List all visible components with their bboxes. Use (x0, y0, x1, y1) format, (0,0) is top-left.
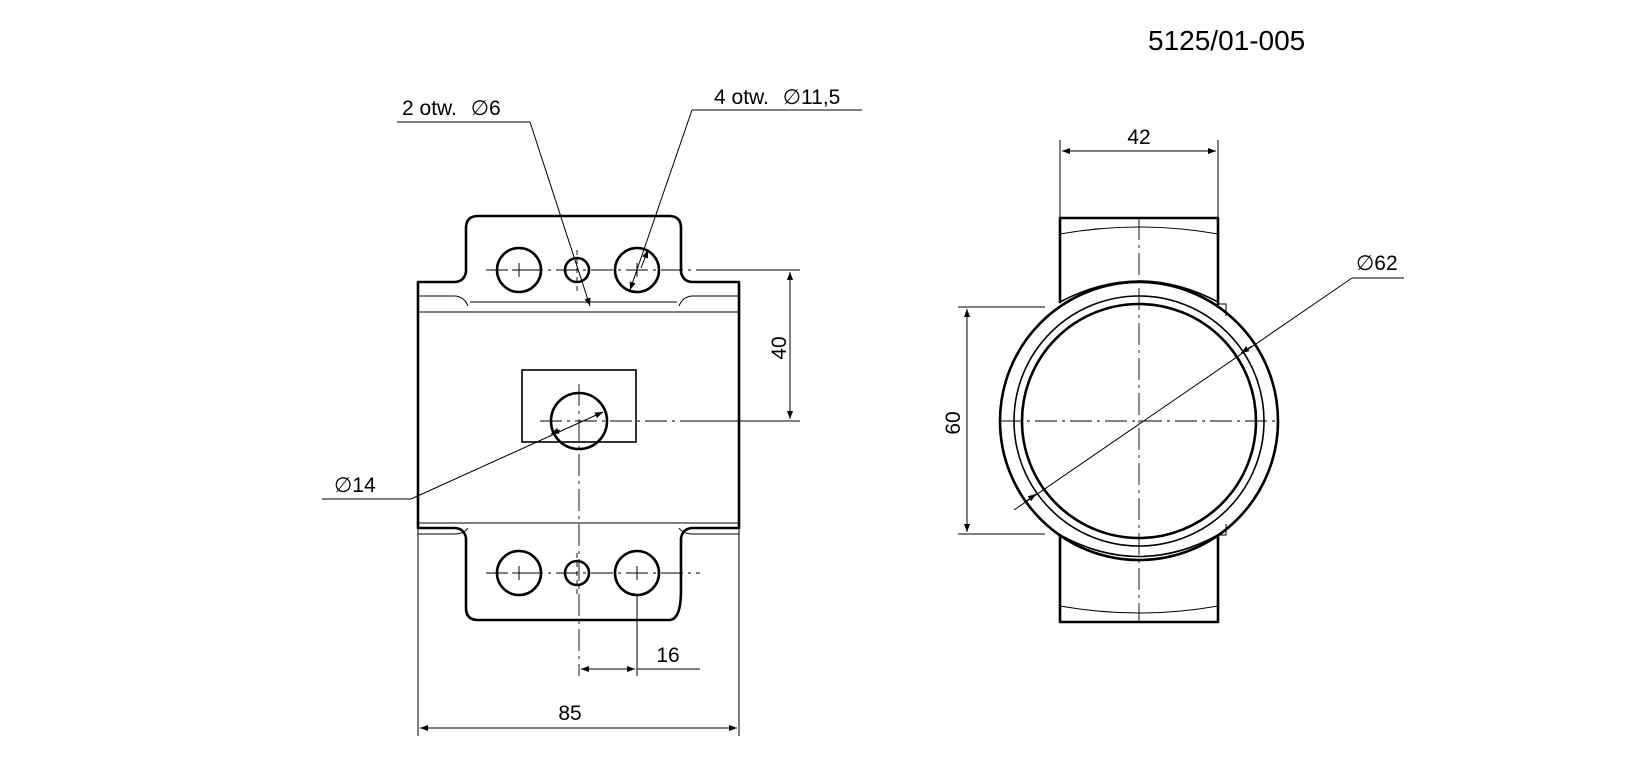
hole-crosshairs (512, 263, 644, 580)
callout-center-hole-label: ∅14 (334, 474, 376, 497)
callout-small-hole-label: 2 otw. ∅6 (402, 97, 501, 120)
bottom-flange-fillet (418, 527, 739, 535)
top-right-large-hole (613, 246, 661, 294)
callout-large-hole-leader (629, 109, 693, 291)
callout-bore-arrow-lower (1024, 493, 1037, 503)
callout-bore-label: ∅62 (1356, 252, 1398, 275)
front-view: 40 16 85 2 otw. ∅6 4 otw. ∅11,5 ∅14 (322, 86, 862, 736)
callout-center-hole-leader (410, 411, 604, 500)
callout-large-hole-leader-tick (640, 249, 649, 269)
center-boss (521, 369, 637, 443)
drawing-number: 5125/01-005 (1148, 25, 1305, 56)
side-view: 42 60 ∅62 (942, 126, 1404, 624)
dim-60-label: 60 (942, 411, 965, 434)
dim-40-label: 40 (768, 336, 791, 359)
top-flange-fillet (418, 295, 739, 307)
callout-bore-arrow-upper (1240, 345, 1253, 354)
front-body-outline (416, 214, 741, 622)
callout-large-hole-label: 4 otw. ∅11,5 (714, 86, 840, 109)
callout-center-hole-tick (550, 427, 561, 435)
side-bottom-collar (1059, 534, 1219, 558)
callout-bore-leader (1013, 277, 1353, 511)
dim-16-label: 16 (656, 644, 679, 667)
dim-85-label: 85 (558, 702, 581, 725)
dim-42-label: 42 (1127, 126, 1150, 149)
callout-small-hole-leader (529, 121, 591, 307)
